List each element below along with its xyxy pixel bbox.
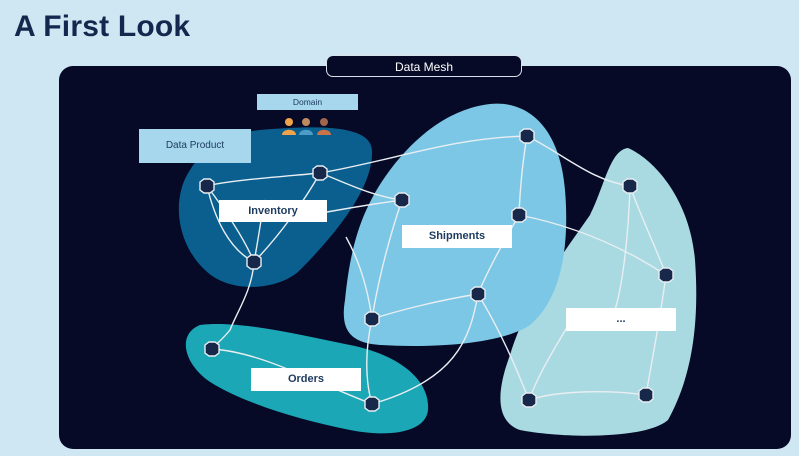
node-icon (199, 178, 215, 194)
inventory-label: Inventory (219, 200, 327, 222)
data-mesh-label: Data Mesh (326, 55, 522, 77)
shipments-label: Shipments (402, 225, 512, 248)
node-icon (519, 128, 535, 144)
node-icon (511, 207, 527, 223)
node-icon (658, 267, 674, 283)
slide-title: A First Look (14, 10, 191, 43)
domain-team-icons (282, 118, 331, 135)
person-icon (282, 118, 296, 135)
node-icon (622, 178, 638, 194)
data-product-label: Data Product (139, 129, 251, 163)
node-icon (204, 341, 220, 357)
domain-blob-shipments (343, 103, 567, 346)
person-icon (317, 118, 331, 135)
node-icon (394, 192, 410, 208)
node-icon (364, 396, 380, 412)
node-icon (521, 392, 537, 408)
domain-blob-more (500, 148, 697, 436)
more-domains-label: ... (566, 308, 676, 331)
node-icon (638, 387, 654, 403)
node-icon (364, 311, 380, 327)
orders-label: Orders (251, 368, 361, 391)
person-icon (299, 118, 313, 135)
domain-label: Domain (257, 94, 358, 110)
node-icon (470, 286, 486, 302)
node-icon (312, 165, 328, 181)
node-icon (246, 254, 262, 270)
